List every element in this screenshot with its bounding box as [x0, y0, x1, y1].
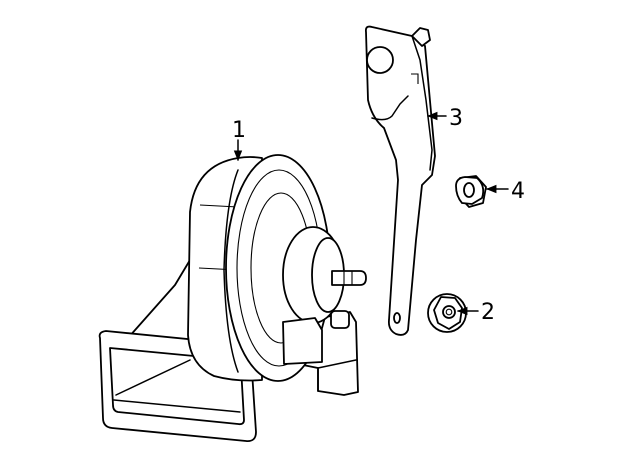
horn-icon — [98, 154, 367, 442]
callout-3: 3 — [449, 106, 463, 131]
callout-1: 1 — [232, 118, 246, 143]
mounting-bracket-icon — [364, 25, 436, 336]
flange-nut-icon — [427, 293, 467, 333]
callout-4: 4 — [511, 179, 525, 204]
callout-2: 2 — [481, 300, 495, 325]
nut-icon — [455, 175, 487, 208]
